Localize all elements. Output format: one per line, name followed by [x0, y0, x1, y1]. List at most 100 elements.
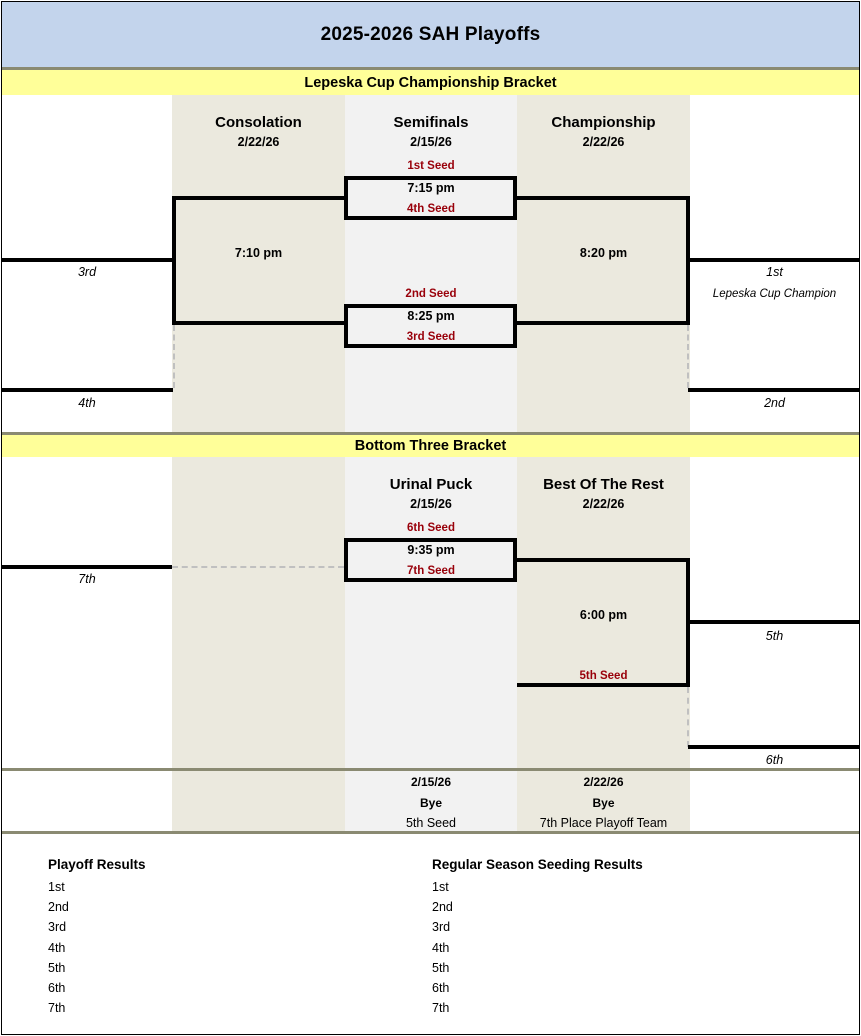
- column-header-semifinals: Semifinals 2/15/26: [345, 113, 517, 152]
- urinal-puck-box-bottom: [344, 578, 517, 582]
- championship-line-connector: [686, 196, 690, 325]
- consolation-output-line: [2, 258, 172, 262]
- fifth-place-line: [690, 620, 859, 624]
- band-urinalpuck-bottom: [345, 457, 517, 768]
- bye-date-middle: 2/15/26: [410, 775, 452, 789]
- column-name-championship: Championship: [551, 114, 656, 131]
- band-bye-middle: [345, 771, 517, 831]
- column-date-championship: 2/22/26: [582, 135, 625, 149]
- band-bestofrest-bottom: [517, 457, 690, 768]
- column-name-best-of-rest: Best Of The Rest: [543, 476, 664, 493]
- column-date-best-of-rest: 2/22/26: [582, 497, 625, 511]
- urinal-puck-bottom-seed: 7th Seed: [407, 565, 455, 577]
- consolation-time: 7:10 pm: [234, 246, 283, 260]
- band-bye-left: [172, 771, 345, 831]
- playoff-result-row: 3rd: [48, 920, 67, 935]
- seeding-result-row: 3rd: [432, 920, 451, 935]
- seeding-result-row: 1st: [432, 880, 449, 894]
- bye-row: [2, 768, 859, 834]
- column-date-consolation: 2/22/26: [237, 135, 280, 149]
- column-name-consolation: Consolation: [215, 114, 302, 131]
- urinal-puck-time: 9:35 pm: [407, 543, 455, 557]
- seeding-result-row: 6th: [432, 981, 450, 996]
- sixth-place-line: [688, 745, 859, 749]
- urinal-puck-box-top: [344, 538, 517, 542]
- championship-line-bottom: [517, 321, 690, 325]
- urinal-puck-box-left: [344, 538, 348, 582]
- band-consolation-bottom: [172, 457, 345, 768]
- semifinal-2-box-left: [344, 304, 348, 348]
- playoff-results-column: Playoff Results 1st 2nd 3rd 4th 5th 6th …: [48, 855, 146, 1018]
- semifinal-1-bottom-seed: 4th Seed: [407, 203, 455, 215]
- placement-fifth: 5th: [765, 629, 784, 643]
- seeding-result-row: 5th: [432, 960, 450, 975]
- championship-line-top: [517, 196, 690, 200]
- bye-team-middle: 5th Seed: [405, 816, 457, 830]
- bye-label-middle: Bye: [419, 795, 442, 810]
- playoff-result-row: 1st: [48, 880, 65, 894]
- bye-cell-middle: 2/15/26 Bye 5th Seed: [345, 772, 517, 834]
- playoff-result-row: 6th: [48, 981, 66, 996]
- best-of-rest-line-connector: [686, 558, 690, 687]
- best-of-rest-time: 6:00 pm: [579, 608, 628, 622]
- semifinal-1-time: 7:15 pm: [407, 181, 455, 195]
- column-name-urinal-puck: Urinal Puck: [389, 476, 473, 493]
- bye-date-right: 2/22/26: [583, 775, 624, 789]
- seeding-results-header: Regular Season Seeding Results: [432, 857, 643, 872]
- column-header-best-of-rest: Best Of The Rest 2/22/26: [517, 475, 690, 514]
- semifinal-1-box-bottom: [344, 216, 517, 220]
- semifinal-1-box-right: [513, 176, 517, 220]
- semifinal-2-box-bottom: [344, 344, 517, 348]
- bye-cell-right: 2/22/26 Bye 7th Place Playoff Team: [517, 772, 690, 834]
- band-bye-right: [517, 771, 690, 831]
- semifinal-2-top-seed: 2nd Seed: [405, 288, 457, 300]
- semifinal-1-box-left: [344, 176, 348, 220]
- column-name-semifinals: Semifinals: [393, 114, 469, 131]
- best-of-rest-line-top: [517, 558, 690, 562]
- playoff-result-row: 7th: [48, 1001, 66, 1016]
- placement-first-subtitle: Lepeska Cup Champion: [712, 288, 837, 300]
- placement-second: 2nd: [764, 396, 785, 410]
- seventh-seed-input-line: [2, 565, 172, 569]
- dashed-connector-best-of-rest-right: [687, 687, 689, 747]
- seeding-result-row: 4th: [432, 940, 450, 955]
- second-place-line: [688, 388, 859, 392]
- seeding-result-row: 2nd: [432, 900, 453, 915]
- urinal-puck-box-right: [513, 538, 517, 582]
- semifinal-2-time: 8:25 pm: [407, 309, 455, 323]
- page-title: 2025-2026 SAH Playoffs: [320, 23, 541, 45]
- playoff-result-row: 5th: [48, 960, 66, 975]
- playoff-result-row: 2nd: [48, 900, 69, 915]
- championship-time: 8:20 pm: [579, 246, 628, 260]
- dashed-connector-consolation-left: [173, 325, 175, 388]
- band-consolation-top: [172, 95, 345, 432]
- section-header-bottom-three: Bottom Three Bracket: [2, 432, 859, 457]
- band-championship-top: [517, 95, 690, 432]
- placement-sixth: 6th: [765, 753, 784, 767]
- semifinal-1-top-seed: 1st Seed: [407, 160, 455, 172]
- seeding-results-column: Regular Season Seeding Results 1st 2nd 3…: [432, 855, 643, 1018]
- dashed-connector-championship-right: [687, 325, 689, 388]
- section-header-championship: Lepeska Cup Championship Bracket: [2, 70, 859, 95]
- semifinal-2-box-top: [344, 304, 517, 308]
- semifinal-1-box-top: [344, 176, 517, 180]
- consolation-line-bottom: [172, 321, 345, 325]
- consolation-line-top: [172, 196, 345, 200]
- placement-third: 3rd: [77, 265, 97, 279]
- column-header-consolation: Consolation 2/22/26: [172, 113, 345, 152]
- seeding-result-row: 7th: [432, 1001, 450, 1016]
- playoff-results-header: Playoff Results: [48, 857, 146, 872]
- bye-label-right: Bye: [592, 795, 615, 810]
- semifinal-2-bottom-seed: 3rd Seed: [406, 331, 456, 343]
- placement-first: 1st: [766, 265, 783, 279]
- page-title-bar: 2025-2026 SAH Playoffs: [2, 2, 859, 70]
- section-title-bottom-three: Bottom Three Bracket: [354, 438, 507, 454]
- best-of-rest-bottom-seed: 5th Seed: [579, 670, 628, 682]
- column-header-urinal-puck: Urinal Puck 2/15/26: [345, 475, 517, 514]
- column-date-semifinals: 2/15/26: [410, 135, 452, 149]
- placement-fourth: 4th: [78, 396, 96, 410]
- best-of-rest-line-bottom: [517, 683, 690, 687]
- results-section: Playoff Results 1st 2nd 3rd 4th 5th 6th …: [2, 837, 859, 1034]
- fourth-place-line: [2, 388, 173, 392]
